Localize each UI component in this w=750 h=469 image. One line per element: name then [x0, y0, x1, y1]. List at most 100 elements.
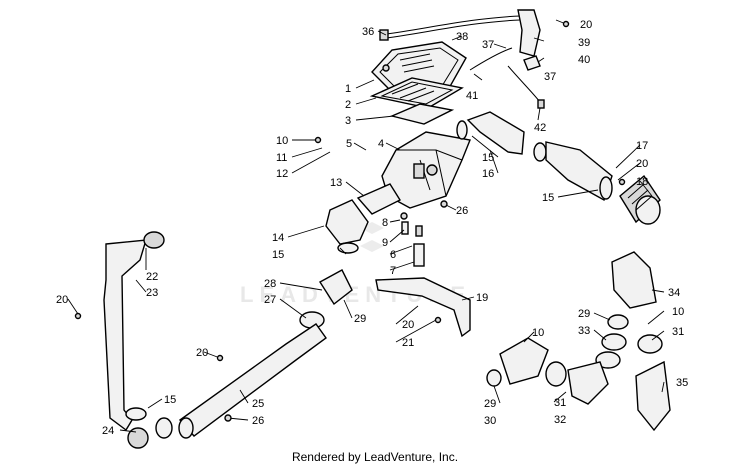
clamp-29-lower [486, 369, 502, 387]
callout-20: 20 [402, 319, 414, 331]
callout-labels: 36 38 20 37 39 40 37 41 42 1 2 3 10 5 4 … [56, 19, 688, 437]
hose-clamp-42 [537, 99, 545, 109]
leader-lines [67, 19, 665, 433]
callout-20: 20 [196, 347, 208, 359]
bushing-9 [401, 221, 409, 235]
callout-37: 37 [544, 71, 556, 83]
foam-prefilter [389, 103, 455, 125]
clamp-15-lower [599, 176, 613, 200]
clamp-15-upper [456, 120, 468, 140]
callout-15: 15 [272, 249, 284, 261]
filter-element [369, 77, 464, 109]
callout-30: 30 [484, 415, 496, 427]
callout-28: 28 [264, 278, 276, 290]
callout-38: 38 [456, 31, 468, 43]
clamp-31 [637, 334, 663, 354]
callout-31: 31 [672, 326, 684, 338]
clamp-29-right [607, 314, 629, 330]
callout-35: 35 [676, 377, 688, 389]
callout-13: 13 [330, 177, 342, 189]
callout-12: 12 [276, 168, 288, 180]
elbow-10 [499, 337, 549, 385]
vent-hose-42 [507, 65, 541, 103]
callout-32: 32 [554, 414, 566, 426]
callout-20: 20 [580, 19, 592, 31]
clamp-15-tube [178, 417, 194, 439]
elbow-32 [567, 361, 609, 405]
breather-tube [517, 9, 541, 57]
left-intake-tube [103, 239, 147, 432]
callout-36: 36 [362, 26, 374, 38]
callout-37: 37 [482, 39, 494, 51]
callout-10: 10 [672, 306, 684, 318]
vent-hose [385, 15, 521, 35]
washer-8 [400, 212, 408, 220]
cap-22 [143, 231, 165, 249]
coupler-24 [155, 417, 173, 439]
elbow-34 [611, 251, 657, 309]
render-credit: Rendered by LeadVenture, Inc. [291, 450, 459, 464]
clamp-15-mid [533, 142, 547, 162]
callout-33: 33 [578, 325, 590, 337]
callout-6: 6 [390, 249, 396, 261]
callout-11: 11 [276, 152, 287, 164]
callout-27: 27 [264, 294, 276, 306]
callout-2: 2 [345, 99, 351, 111]
callout-39: 39 [578, 37, 590, 49]
screw-6 [415, 225, 423, 237]
boot-14 [325, 199, 369, 245]
callout-22: 22 [146, 271, 158, 283]
boot-13 [356, 183, 402, 215]
callout-4: 4 [378, 138, 384, 150]
callout-21: 21 [402, 337, 414, 349]
vent-hose-edge [385, 19, 521, 39]
callout-8: 8 [382, 217, 388, 229]
callout-23: 23 [146, 287, 158, 299]
intake-hose [545, 141, 613, 202]
callout-40: 40 [578, 54, 590, 66]
callout-18: 18 [636, 176, 648, 188]
clamp-15-left [125, 407, 147, 421]
clamp-31-lower [545, 361, 567, 387]
callout-19: 19 [476, 292, 488, 304]
callout-14: 14 [272, 232, 284, 244]
breather-filter [523, 55, 541, 71]
intake-duct [466, 111, 525, 155]
callout-15: 15 [542, 192, 554, 204]
mount-bracket [375, 277, 471, 338]
coupler-ring [127, 427, 149, 449]
callout-20: 20 [636, 158, 648, 170]
callout-29: 29 [578, 308, 590, 320]
callout-10: 10 [532, 327, 544, 339]
callout-25: 25 [252, 398, 264, 410]
callout-34: 34 [668, 287, 680, 299]
callout-20: 20 [56, 294, 68, 306]
callout-42: 42 [534, 122, 546, 134]
clamp-27 [299, 311, 325, 329]
grommet-7 [413, 243, 425, 267]
clamp-33 [601, 333, 627, 351]
callout-10: 10 [276, 135, 288, 147]
callout-26: 26 [252, 415, 264, 427]
callout-1: 1 [345, 83, 351, 95]
callout-24: 24 [102, 425, 114, 437]
watermark-logo [360, 222, 384, 252]
callout-29: 29 [484, 398, 496, 410]
clamp-33b [595, 351, 621, 369]
pre-filter [619, 174, 661, 225]
long-tube [178, 323, 327, 437]
duct-35 [635, 360, 671, 432]
airbox-lid [371, 41, 467, 97]
callout-15: 15 [164, 394, 176, 406]
vent-hose-41 [469, 47, 513, 71]
callout-26: 26 [456, 205, 468, 217]
callout-7: 7 [390, 265, 396, 277]
callout-5: 5 [346, 138, 352, 150]
callout-9: 9 [382, 237, 388, 249]
callout-17: 17 [636, 140, 648, 152]
callout-16: 16 [482, 168, 494, 180]
callout-15: 15 [482, 152, 494, 164]
callout-41: 41 [466, 90, 478, 102]
